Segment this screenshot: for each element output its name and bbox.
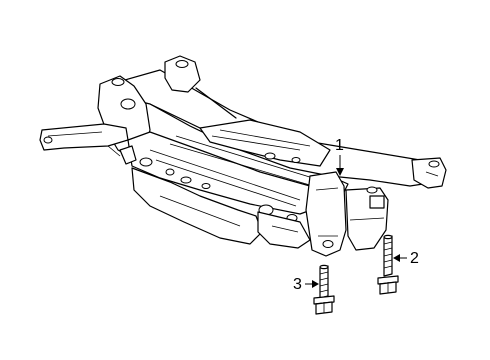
short-flange-bolt [313,264,335,315]
callout-label-1: 1 [335,137,344,154]
callout-label-3: 3 [293,276,302,293]
long-flange-bolt [377,234,399,295]
callout-label-2: 2 [410,250,419,267]
leader-arrow-3 [312,280,319,288]
leader-arrow-2 [393,254,400,262]
callout-3: 3 [293,276,319,293]
rear-subframe [39,55,447,257]
leader-arrow-1 [336,168,344,176]
callout-1: 1 [335,137,344,176]
callout-2: 2 [393,250,419,267]
